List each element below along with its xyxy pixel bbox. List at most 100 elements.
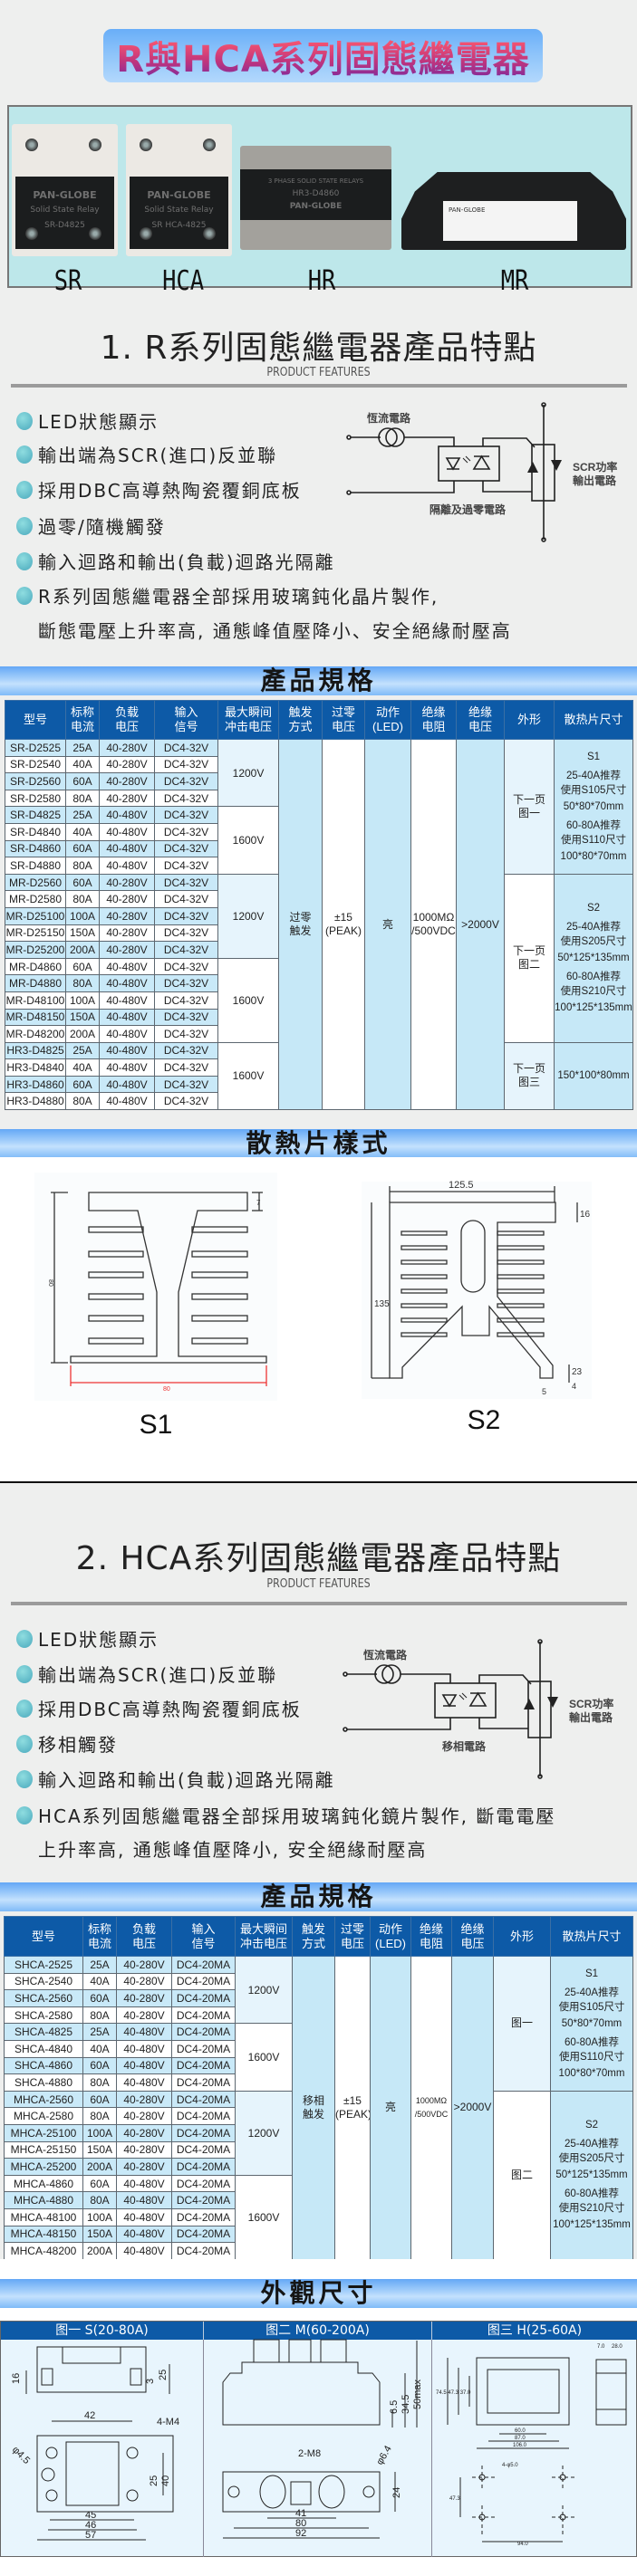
cell-model: MR-D48150 xyxy=(5,1008,66,1027)
feature-text: 移相觸發 xyxy=(38,1734,118,1756)
heatsink-size-line: 50*125*135mm xyxy=(557,953,630,964)
cell-current: 200A xyxy=(65,941,100,959)
column-header: 过零 电压 xyxy=(334,1916,371,1957)
fin xyxy=(191,1271,248,1278)
cell-load-voltage: 40-280V xyxy=(99,924,155,943)
dim-label: 46 xyxy=(85,2520,96,2531)
heatsink-size-line: 25-40A推荐 xyxy=(565,922,622,934)
cell-input-signal: DC4-20MA xyxy=(171,2207,236,2226)
cell-insulation-resistance: 1000MΩ /500VDC xyxy=(410,738,457,1111)
dim-label: 135 xyxy=(374,1299,390,1309)
feature-item: R系列固態繼電器全部採用玻璃鈍化晶片製作, xyxy=(16,582,439,608)
spec-table-r-series: 型号标称 电流负载 电压输入 信号最大瞬间 冲击电压触发 方式过零 电压动作 (… xyxy=(5,700,633,1111)
heatsink-size-line: 使用S210尺寸 xyxy=(560,986,627,998)
heatsink-size-line: 60-80A推荐 xyxy=(564,2036,620,2048)
cell-surge-voltage: 1200V xyxy=(235,2090,293,2176)
cell-surge-voltage: 1600V xyxy=(217,806,279,875)
fin xyxy=(497,1259,545,1265)
panel-title: 图二 M(60-200A) xyxy=(204,2322,432,2340)
cell-load-voltage: 40-480V xyxy=(99,806,155,824)
dim-label: 6.5 xyxy=(389,2400,400,2414)
cell-input-signal: DC4-32V xyxy=(154,789,218,808)
column-header: 负载 电压 xyxy=(116,1916,172,1957)
circuit-label: SCR功率 xyxy=(573,460,617,474)
cell-current: 80A xyxy=(82,2073,117,2092)
fin xyxy=(401,1259,448,1265)
cell-current: 150A xyxy=(82,2225,117,2244)
heatsink-size-line: 50*80*70mm xyxy=(563,800,624,812)
circuit-label: 移相電路 xyxy=(442,1739,487,1753)
bullet-icon xyxy=(16,516,33,535)
cell-load-voltage: 40-480V xyxy=(99,1058,155,1077)
fin xyxy=(401,1303,448,1308)
cell-input-signal: DC4-20MA xyxy=(171,1989,236,2007)
cell-input-signal: DC4-20MA xyxy=(171,2191,236,2209)
cell-model: MR-D4860 xyxy=(5,957,66,976)
cell-input-signal: DC4-20MA xyxy=(171,1956,236,1974)
cell-load-voltage: 40-480V xyxy=(116,2225,172,2244)
heatsink-banner: 散熱片樣式 xyxy=(0,1129,637,1158)
fin xyxy=(497,1245,545,1250)
cell-input-signal: DC4-32V xyxy=(154,974,218,992)
cell-model: SHCA-2560 xyxy=(4,1989,83,2007)
cell-input-signal: DC4-32V xyxy=(154,857,218,875)
cell-shape: 下一页 图二 xyxy=(504,873,555,1043)
cell-load-voltage: 40-280V xyxy=(116,1956,172,1974)
product-label-mr: MR xyxy=(500,265,529,297)
cell-current: 200A xyxy=(82,2158,117,2176)
page-title-banner: R與HCA系列固態繼電器 xyxy=(103,29,543,82)
cell-model: SR-D2580 xyxy=(5,789,66,808)
fin xyxy=(497,1303,545,1308)
cell-current: 60A xyxy=(65,957,100,976)
circuit-diagram: 恆流電路 SCR功率 輸出電路 隔離及過零電路 xyxy=(346,402,617,542)
fin xyxy=(191,1293,248,1300)
feature-text: 過零/隨機觸發 xyxy=(38,516,166,538)
cell-surge-voltage: 1600V xyxy=(235,2023,293,2092)
feature-text: LED狀態顯示 xyxy=(38,411,159,433)
cell-current: 40A xyxy=(65,1058,100,1077)
cell-model: MHCA-25150 xyxy=(4,2140,83,2159)
column-header: 型号 xyxy=(5,700,66,740)
cell-zero-voltage: ±15 (PEAK) xyxy=(322,738,365,1111)
cell-current: 25A xyxy=(65,1041,100,1060)
mr-module-photo: PAN-GLOBE xyxy=(401,172,626,250)
feature-item: 移相觸發 xyxy=(16,1730,118,1757)
bullet-icon xyxy=(16,1699,33,1718)
cell-input-signal: DC4-20MA xyxy=(171,2242,236,2260)
cell-input-signal: DC4-32V xyxy=(154,1008,218,1027)
column-header: 输入 信号 xyxy=(171,1916,236,1957)
cell-load-voltage: 40-280V xyxy=(99,772,155,790)
dim-label: 25 xyxy=(158,2370,169,2380)
column-header: 标称 电流 xyxy=(65,700,100,740)
cell-model: SR-D4825 xyxy=(5,806,66,824)
cell-input-signal: DC4-32V xyxy=(154,957,218,976)
feature-item: LED狀態顯示 xyxy=(16,1625,159,1652)
bullet-icon xyxy=(16,1805,33,1824)
heatsink-size-line: 25-40A推荐 xyxy=(565,770,622,781)
section1-subtitle: PRODUCT FEATURES xyxy=(266,366,371,379)
fin xyxy=(497,1317,545,1323)
feature-item: 採用DBC高導熱陶瓷覆銅底板 xyxy=(16,476,302,503)
cell-input-signal: DC4-32V xyxy=(154,890,218,908)
dimensions-banner: 外觀尺寸 xyxy=(0,2279,637,2308)
dim-label: 34.5 xyxy=(401,2395,411,2414)
feature-text: 輸入迴路和輸出(負載)迴路光隔離 xyxy=(38,551,335,573)
fin xyxy=(88,1226,144,1233)
dim-label: 57 xyxy=(85,2530,96,2541)
cell-current: 100A xyxy=(82,2123,117,2142)
dim-label: 28.0 xyxy=(612,2344,623,2350)
spec-table-hca-series: 型号标称 电流负载 电压输入 信号最大瞬间 冲击电压触发 方式过零 电压动作 (… xyxy=(4,1916,633,2260)
cell-current: 60A xyxy=(65,873,100,892)
section1-title: 1. R系列固態繼電器產品特點 xyxy=(100,330,537,367)
heatsink-s1-drawing xyxy=(34,1173,277,1401)
cell-load-voltage: 40-280V xyxy=(99,789,155,808)
cell-load-voltage: 40-280V xyxy=(99,890,155,908)
cell-model: SR-D2525 xyxy=(5,739,66,757)
